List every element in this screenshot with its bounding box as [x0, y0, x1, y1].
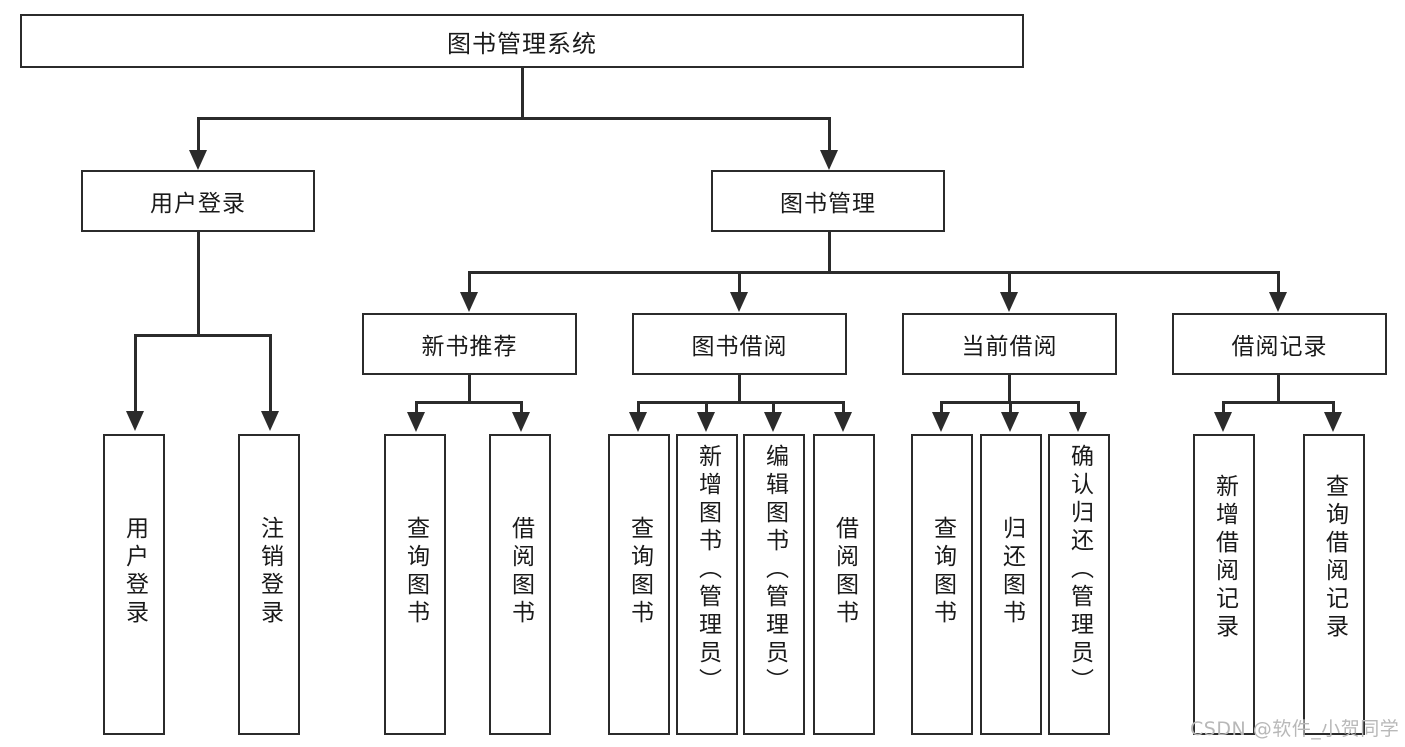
node-label: 查询图书 [929, 516, 956, 628]
connector-book-mgmt-to-l3-2 [1008, 271, 1011, 295]
leaf-current-borrow-confirm-return-admin[interactable]: 确认归还（管理员） [1048, 434, 1110, 735]
node-book-management[interactable]: 图书管理 [711, 170, 945, 232]
arrow-book-borrow-to-leaf-2 [764, 412, 782, 432]
connector-new-book-stem [468, 375, 471, 404]
node-root-system[interactable]: 图书管理系统 [20, 14, 1024, 68]
node-book-borrow[interactable]: 图书借阅 [632, 313, 847, 375]
connector-user-login-bus [134, 334, 272, 337]
arrow-root-to-book-mgmt [820, 150, 838, 170]
leaf-borrow-record-add-record[interactable]: 新增借阅记录 [1193, 434, 1255, 735]
arrow-book-borrow-to-leaf-0 [629, 412, 647, 432]
arrow-current-borrow-to-leaf-2 [1069, 412, 1087, 432]
node-label: 新增借阅记录 [1211, 474, 1238, 642]
arrow-book-mgmt-to-l3-2 [1000, 292, 1018, 312]
node-label: 借阅图书 [831, 516, 858, 628]
node-label: 用户登录 [150, 191, 246, 217]
node-label: 查询图书 [626, 516, 653, 628]
connector-current-borrow-to-leaf-1 [1009, 401, 1012, 419]
leaf-current-borrow-return-books[interactable]: 归还图书 [980, 434, 1042, 735]
arrow-book-borrow-to-leaf-3 [834, 412, 852, 432]
watermark-csdn: CSDN @软件_小贺同学 [1190, 718, 1400, 740]
arrow-book-mgmt-to-l3-3 [1269, 292, 1287, 312]
arrow-root-to-user-login [189, 150, 207, 170]
connector-book-borrow-to-leaf-0 [637, 401, 640, 419]
arrow-new-book-to-leaf-1 [512, 412, 530, 432]
connector-borrow-record-bus [1222, 401, 1335, 404]
connector-current-borrow-stem [1008, 375, 1011, 404]
arrow-book-mgmt-to-l3-0 [460, 292, 478, 312]
connector-root-stem [521, 68, 524, 119]
leaf-book-borrow-edit-book-admin[interactable]: 编辑图书（管理员） [743, 434, 805, 735]
node-user-login[interactable]: 用户登录 [81, 170, 315, 232]
connector-borrow-record-stem [1277, 375, 1280, 404]
arrow-borrow-record-to-leaf-0 [1214, 412, 1232, 432]
leaf-book-borrow-add-book-admin[interactable]: 新增图书（管理员） [676, 434, 738, 735]
node-label: 确认归还（管理员） [1066, 444, 1093, 696]
node-label: 新增图书（管理员） [694, 444, 721, 696]
node-label: 查询借阅记录 [1321, 474, 1348, 642]
node-label: 图书借阅 [691, 334, 788, 360]
connector-book-mgmt-stem [828, 232, 831, 274]
node-current-borrow[interactable]: 当前借阅 [902, 313, 1117, 375]
connector-current-borrow-to-leaf-2 [1077, 401, 1080, 419]
node-borrow-record[interactable]: 借阅记录 [1172, 313, 1387, 375]
connector-root-to-book-mgmt [828, 117, 831, 155]
node-new-book-recommend[interactable]: 新书推荐 [362, 313, 577, 375]
connector-book-borrow-to-leaf-1 [705, 401, 708, 419]
connector-book-borrow-bus [637, 401, 845, 404]
connector-new-book-to-leaf-0 [415, 401, 418, 419]
leaf-current-borrow-query-books[interactable]: 查询图书 [911, 434, 973, 735]
node-label: 图书管理 [780, 191, 876, 217]
node-label: 当前借阅 [961, 334, 1058, 360]
connector-user-login-to-leaf-1 [269, 334, 272, 416]
leaf-borrow-record-query-record[interactable]: 查询借阅记录 [1303, 434, 1365, 735]
node-label: 图书管理系统 [447, 29, 597, 58]
connector-user-login-to-leaf-0 [134, 334, 137, 416]
arrow-current-borrow-to-leaf-0 [932, 412, 950, 432]
connector-book-mgmt-to-l3-3 [1277, 271, 1280, 295]
node-label: 编辑图书（管理员） [761, 444, 788, 696]
connector-borrow-record-to-leaf-0 [1222, 401, 1225, 419]
connector-user-login-stem [197, 232, 200, 337]
leaf-user-login-login[interactable]: 用户登录 [103, 434, 165, 735]
arrow-borrow-record-to-leaf-1 [1324, 412, 1342, 432]
node-label: 注销登录 [256, 516, 283, 628]
leaf-book-borrow-query-books[interactable]: 查询图书 [608, 434, 670, 735]
connector-current-borrow-to-leaf-0 [940, 401, 943, 419]
arrow-user-login-to-leaf-0 [126, 411, 144, 431]
connector-new-book-bus [415, 401, 523, 404]
node-label: 归还图书 [998, 516, 1025, 628]
leaf-new-book-borrow-books[interactable]: 借阅图书 [489, 434, 551, 735]
connector-book-borrow-to-leaf-2 [772, 401, 775, 419]
connector-root-bus [197, 117, 831, 120]
arrow-current-borrow-to-leaf-1 [1001, 412, 1019, 432]
leaf-user-login-logout[interactable]: 注销登录 [238, 434, 300, 735]
connector-root-to-user-login [197, 117, 200, 155]
connector-borrow-record-to-leaf-1 [1332, 401, 1335, 419]
node-label: 新书推荐 [421, 334, 518, 360]
node-label: 用户登录 [121, 516, 148, 628]
connector-book-borrow-stem [738, 375, 741, 404]
connector-book-borrow-to-leaf-3 [842, 401, 845, 419]
leaf-new-book-query-books[interactable]: 查询图书 [384, 434, 446, 735]
arrow-user-login-to-leaf-1 [261, 411, 279, 431]
connector-new-book-to-leaf-1 [520, 401, 523, 419]
node-label: 借阅图书 [507, 516, 534, 628]
connector-book-mgmt-to-l3-1 [738, 271, 741, 295]
node-label: 借阅记录 [1231, 334, 1328, 360]
arrow-book-mgmt-to-l3-1 [730, 292, 748, 312]
node-label: 查询图书 [402, 516, 429, 628]
arrow-new-book-to-leaf-0 [407, 412, 425, 432]
arrow-book-borrow-to-leaf-1 [697, 412, 715, 432]
connector-book-mgmt-bus [468, 271, 1280, 274]
connector-book-mgmt-to-l3-0 [468, 271, 471, 295]
leaf-book-borrow-borrow-books[interactable]: 借阅图书 [813, 434, 875, 735]
